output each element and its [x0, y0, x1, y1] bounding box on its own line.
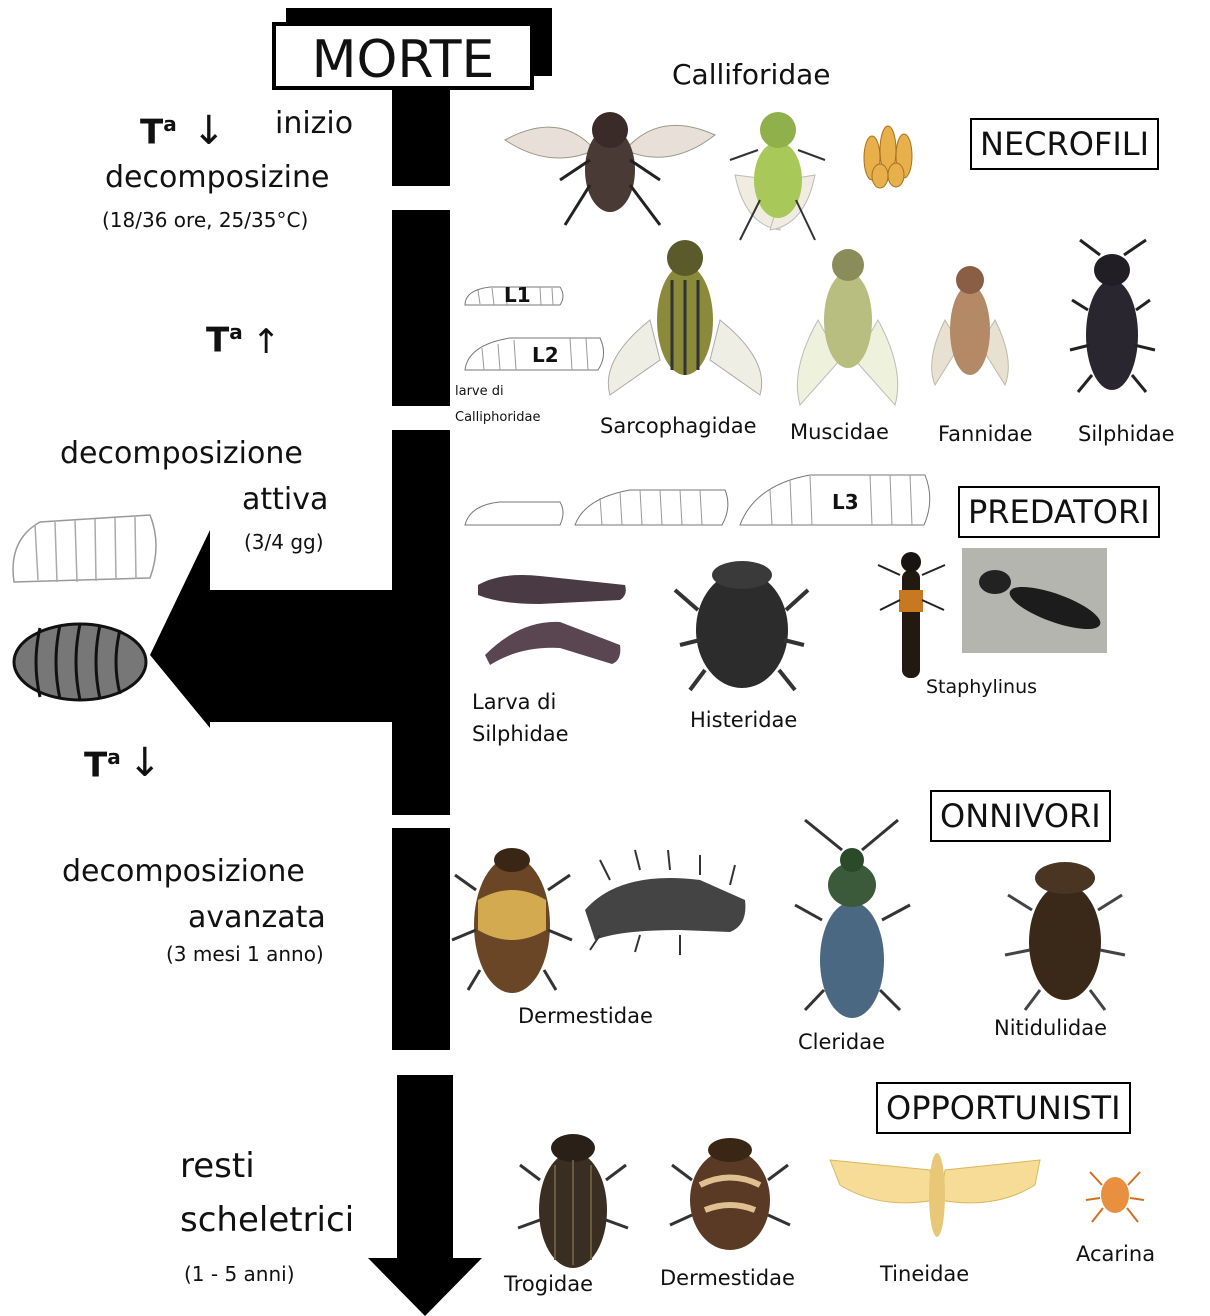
pupa-icon [14, 624, 146, 700]
stage-1-line-2: decomposizine [105, 160, 330, 195]
stage-2-line-1: decomposizione [60, 436, 303, 471]
label-dermestidae-2: Dermestidae [660, 1266, 795, 1290]
cleridae-beetle-icon [795, 820, 910, 1018]
label-larva-silphidae-line-1: Larva di [472, 690, 556, 714]
group-necrofili: NECROFILI [970, 118, 1159, 170]
temperature-up-arrow: ↑ [252, 322, 281, 362]
label-l3: L3 [832, 490, 859, 514]
label-muscidae: Muscidae [790, 420, 889, 444]
muscidae-fly-icon [797, 249, 897, 405]
trogidae-beetle-icon [518, 1134, 628, 1268]
stage-3-line-1: decomposizione [62, 854, 305, 889]
temperature-label-3: Ta [84, 745, 121, 785]
tineidae-moth-icon [830, 1153, 1040, 1237]
label-l2: L2 [532, 343, 559, 367]
larva-pale-icon [13, 515, 156, 582]
silphidae-larva-icon [478, 575, 626, 665]
calliforidae-fly-1-icon [505, 112, 715, 225]
label-calliforidae: Calliforidae [672, 58, 830, 91]
stage-4-line-2: scheletrici [180, 1200, 354, 1240]
group-predatori: PREDATORI [958, 486, 1160, 538]
timeline-bar-5-arrow [368, 1075, 482, 1316]
label-fannidae: Fannidae [938, 422, 1033, 446]
stage-1-time: (18/36 ore, 25/35°C) [102, 208, 308, 232]
group-opportunisti: OPPORTUNISTI [876, 1082, 1131, 1134]
label-tineidae: Tineidae [880, 1262, 969, 1286]
acarina-mite-icon [1086, 1172, 1144, 1222]
label-l1: L1 [504, 283, 531, 307]
calliforidae-fly-2-icon [730, 112, 825, 240]
label-sarcophagidae: Sarcophagidae [600, 414, 757, 438]
label-larve-line-1: larve di [455, 384, 504, 399]
group-onnivori: ONNIVORI [930, 790, 1111, 842]
page-title: MORTE [272, 22, 534, 90]
stage-1-line-1: inizio [275, 106, 353, 141]
temperature-label-2: Ta [206, 320, 243, 360]
label-cleridae: Cleridae [798, 1030, 885, 1054]
timeline-bar-4 [392, 828, 450, 1050]
stage-3-time: (3 mesi 1 anno) [166, 942, 324, 966]
stage-2-time: (3/4 gg) [244, 530, 324, 554]
larva-row3-1-icon [465, 502, 563, 525]
histeridae-beetle-icon [675, 561, 808, 690]
label-larva-silphidae-line-2: Silphidae [472, 722, 569, 746]
sarcophagidae-fly-icon [608, 240, 761, 395]
nitidulidae-beetle-icon [1005, 862, 1125, 1010]
temperature-down-arrow-1: ↓ [192, 108, 226, 154]
label-dermestidae-1: Dermestidae [518, 1004, 653, 1028]
staphylinus-photo-icon [962, 548, 1107, 653]
timeline-bar-1 [392, 88, 450, 186]
stage-2-line-2: attiva [242, 482, 328, 517]
label-staphylinus: Staphylinus [926, 676, 1037, 698]
staphylinus-beetle-icon [878, 552, 945, 678]
label-acarina: Acarina [1076, 1242, 1155, 1266]
label-histeridae: Histeridae [690, 708, 797, 732]
stage-4-time: (1 - 5 anni) [184, 1262, 295, 1286]
label-trogidae: Trogidae [504, 1272, 593, 1296]
stage-4-line-1: resti [180, 1146, 255, 1186]
larva-row3-2-icon [575, 490, 728, 525]
label-larve-line-2: Calliphoridae [455, 410, 541, 425]
eggs-icon [864, 126, 912, 188]
dermestidae-beetle-icon [452, 848, 572, 993]
timeline-bar-2 [392, 210, 450, 406]
dermestidae-larva-icon [585, 850, 745, 955]
stage-3-line-2: avanzata [188, 900, 326, 935]
silphidae-beetle-icon [1070, 240, 1155, 392]
temperature-label-1: Ta [140, 112, 177, 152]
label-silphidae: Silphidae [1078, 422, 1175, 446]
fannidae-fly-icon [932, 266, 1009, 385]
temperature-down-arrow-2: ↓ [128, 740, 162, 786]
dermestidae-2-beetle-icon [670, 1138, 790, 1250]
label-nitidulidae: Nitidulidae [994, 1016, 1107, 1040]
